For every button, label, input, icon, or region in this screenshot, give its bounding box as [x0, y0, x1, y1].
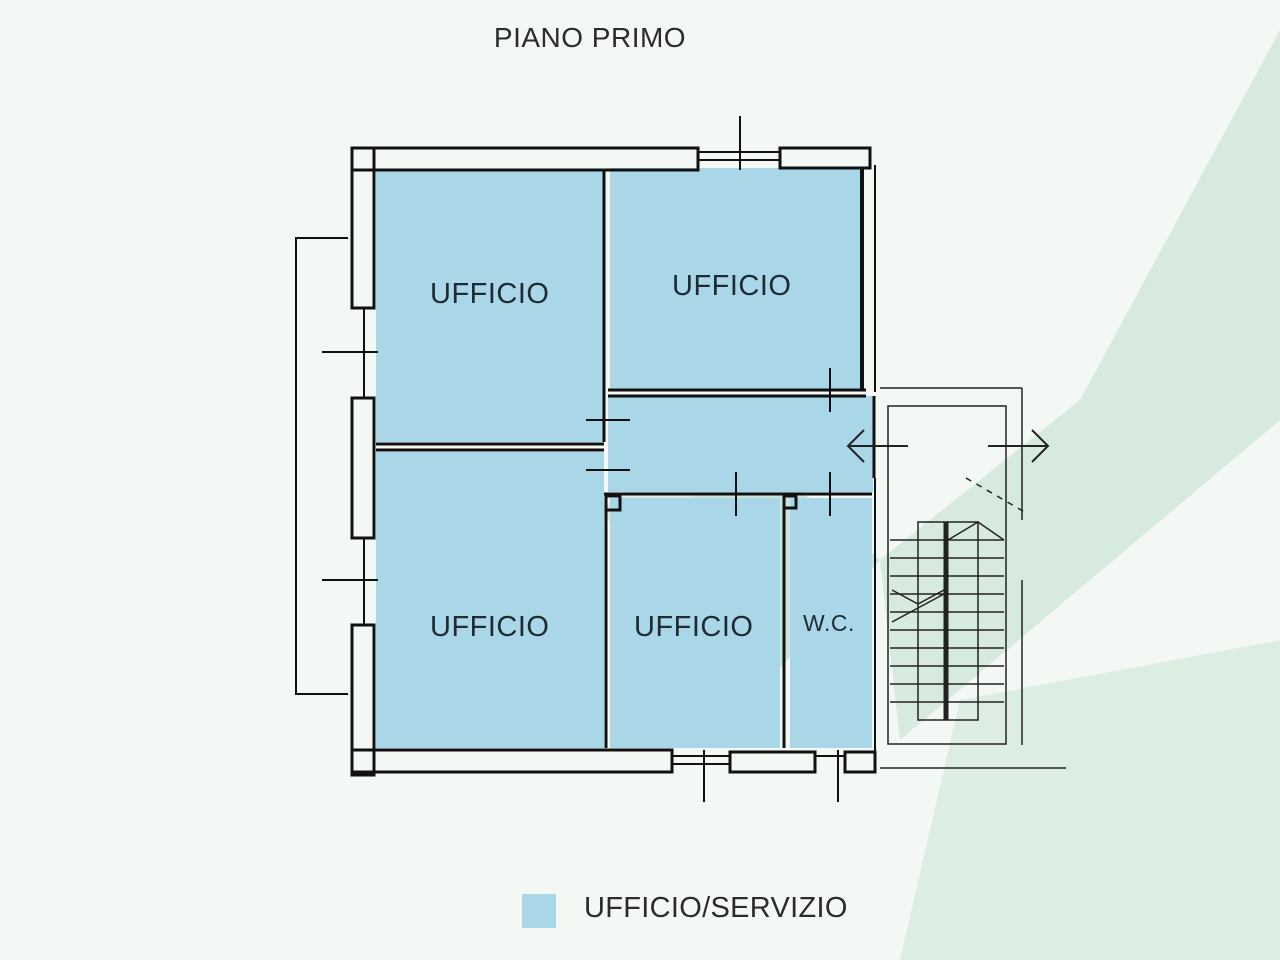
room-label-wc: W.C.: [803, 610, 855, 636]
room-label-office: UFFICIO: [430, 611, 550, 643]
room-fill-office-bottom-left: [376, 452, 604, 748]
room-fill-corridor: [608, 396, 873, 492]
dimension-ticks: [322, 116, 839, 802]
outer-walls: [295, 146, 877, 777]
double-arrow-left-icon: [846, 429, 908, 463]
interior-walls: [376, 170, 876, 748]
double-arrow-right-icon: [988, 429, 1050, 463]
room-fill-wc: [790, 498, 872, 748]
room-label-office: UFFICIO: [672, 270, 792, 302]
floor-title: PIANO PRIMO: [493, 22, 687, 53]
legend-label: UFFICIO/SERVIZIO: [584, 892, 848, 924]
room-fill-office-top-right: [610, 168, 862, 390]
room-fill-office-bottom-mid: [610, 498, 780, 748]
room-label-office: UFFICIO: [430, 278, 550, 310]
legend-swatch: [522, 894, 556, 928]
room-label-office: UFFICIO: [634, 611, 754, 643]
room-fill-office-top-left: [376, 170, 604, 442]
staircase-icon: [880, 387, 1066, 769]
